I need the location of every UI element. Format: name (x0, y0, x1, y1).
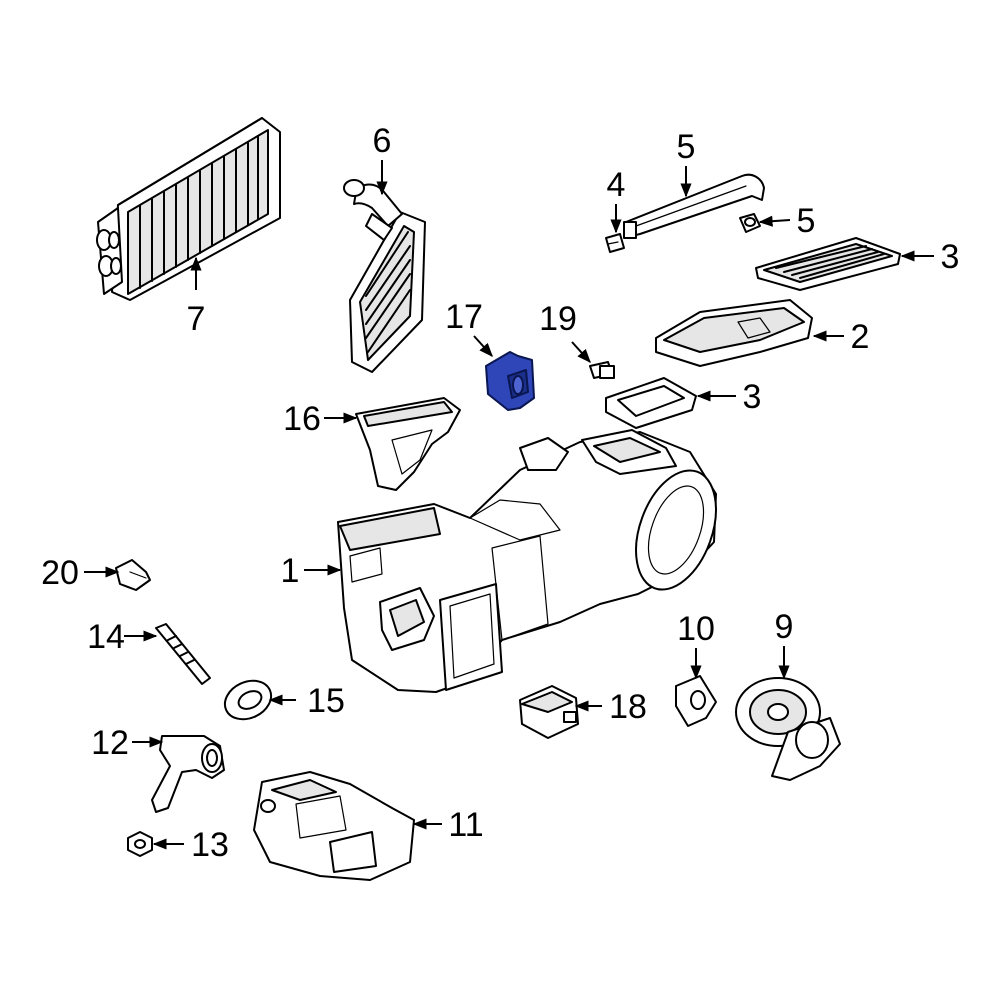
heater-core (96, 117, 281, 301)
callout-2: 2 (851, 318, 870, 356)
callout-17: 17 (445, 298, 483, 336)
retaining-clip-right (739, 213, 761, 233)
callout-12: 12 (91, 724, 129, 762)
cabin-air-filter (755, 237, 901, 291)
callout-16: 16 (283, 400, 321, 438)
gasket-seal (605, 377, 697, 429)
callout-19: 19 (539, 300, 577, 338)
hex-nut (127, 831, 153, 857)
callout-10: 10 (677, 610, 715, 648)
blower-resistor-bracket (675, 675, 717, 727)
blend-door-actuator (519, 685, 579, 739)
temperature-sensor-probe (155, 623, 211, 685)
callout-5-left: 4 (607, 166, 626, 204)
bolt-screw (589, 361, 615, 379)
air-duct-outlet (355, 397, 461, 491)
blower-motor (735, 677, 841, 781)
callout-4: 3 (941, 238, 960, 276)
actuator-bracket[interactable] (485, 351, 535, 411)
hvac-case-housing (337, 429, 717, 693)
callout-13: 13 (191, 826, 229, 864)
lower-case-housing (253, 771, 415, 881)
callout-8: 7 (187, 300, 206, 338)
leader-19 (571, 341, 591, 364)
filter-housing-tray (655, 299, 813, 367)
drain-elbow-hose (151, 735, 225, 813)
callout-labels: 7 6 5 4 5 3 2 3 19 17 16 1 20 14 15 12 1… (41, 122, 959, 864)
callout-15: 15 (307, 682, 345, 720)
callout-11: 11 (448, 806, 483, 844)
callout-3: 3 (743, 378, 762, 416)
push-pin-clip (115, 559, 151, 591)
callout-18: 18 (609, 688, 647, 726)
callout-5-right: 5 (797, 202, 816, 240)
leader-5b (758, 215, 791, 227)
callout-6: 5 (677, 128, 696, 166)
callout-14: 14 (87, 618, 125, 656)
leader-17 (473, 335, 493, 358)
retaining-clip-left (605, 233, 625, 253)
leader-lines (84, 160, 934, 850)
callout-1: 1 (281, 552, 300, 590)
evaporator-core (343, 179, 426, 373)
callout-9: 9 (775, 608, 794, 646)
mounting-bracket-rail (623, 173, 765, 239)
grommet-seal (223, 679, 273, 721)
callout-7: 6 (373, 122, 392, 160)
callout-20: 20 (41, 554, 79, 592)
